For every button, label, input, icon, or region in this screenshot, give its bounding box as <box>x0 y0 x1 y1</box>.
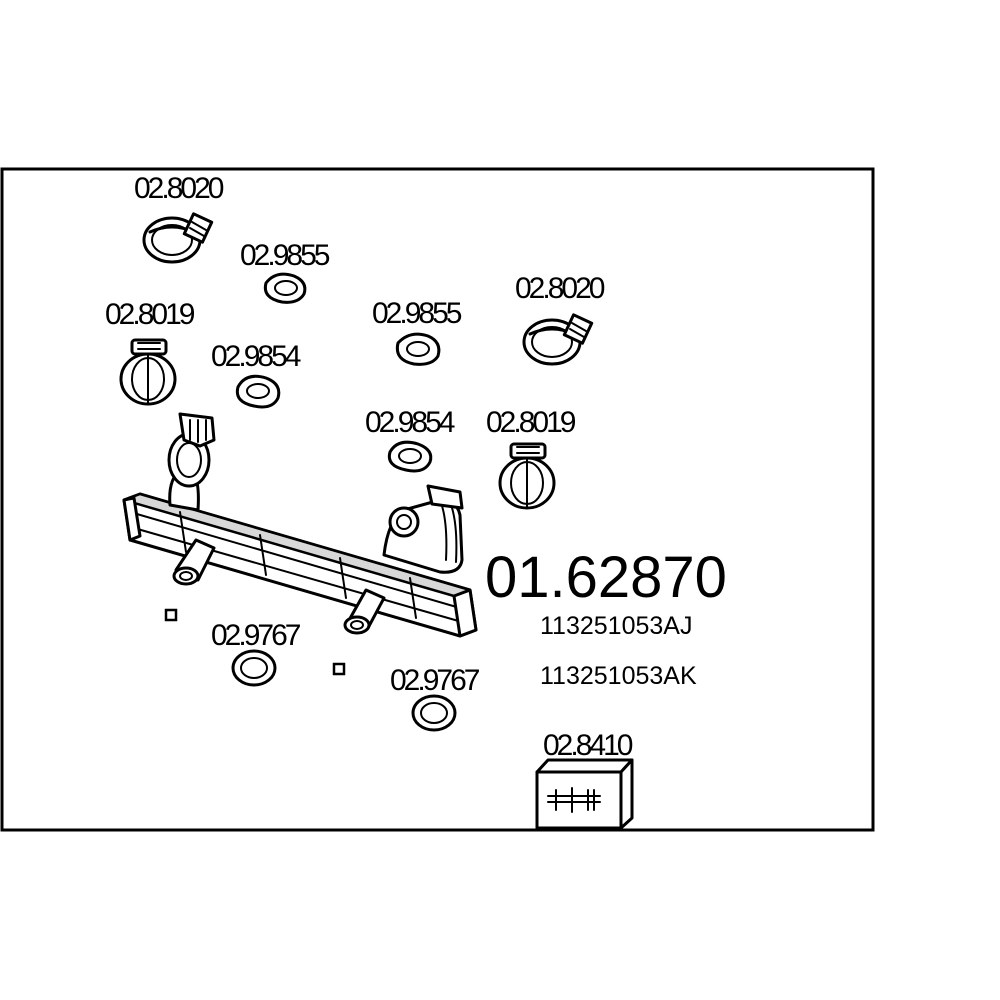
muffler-body-drawing <box>122 412 478 638</box>
clip-left-drawing <box>119 338 177 406</box>
ring-left-drawing <box>231 649 277 687</box>
clamp-top-right-drawing <box>522 313 594 366</box>
marker-square-right <box>332 662 346 676</box>
label-clip-left: 02.8019 <box>105 298 195 331</box>
label-clamp-top-left: 02.8020 <box>134 172 224 205</box>
label-gasket-top-mid-upper: 02.9855 <box>372 297 462 330</box>
main-part-number: 01.62870 <box>485 545 727 610</box>
gasket-top-left-upper-drawing <box>263 272 307 304</box>
oem-number-1: 113251053AJ <box>540 612 692 640</box>
gasket-top-mid-lower-drawing <box>387 440 433 473</box>
label-gasket-top-mid-lower: 02.9854 <box>365 406 455 439</box>
label-clip-right: 02.8019 <box>486 406 576 439</box>
mounting-kit-box-drawing <box>535 758 634 830</box>
gasket-top-left-lower-drawing <box>235 374 281 409</box>
label-mounting-kit: 02.8410 <box>543 729 633 762</box>
label-gasket-top-left-lower: 02.9854 <box>211 340 301 373</box>
label-ring-left: 02.9767 <box>211 619 301 652</box>
label-ring-right: 02.9767 <box>390 664 480 697</box>
label-clamp-top-right: 02.8020 <box>515 272 605 305</box>
label-gasket-top-left-upper: 02.9855 <box>240 239 330 272</box>
marker-square-left <box>164 608 178 622</box>
oem-number-2: 113251053AK <box>540 662 697 690</box>
clip-right-drawing <box>498 442 556 510</box>
gasket-top-mid-upper-drawing <box>395 332 441 366</box>
diagram-frame <box>0 167 875 832</box>
clamp-top-left-drawing <box>142 212 214 264</box>
ring-right-drawing <box>411 694 457 732</box>
